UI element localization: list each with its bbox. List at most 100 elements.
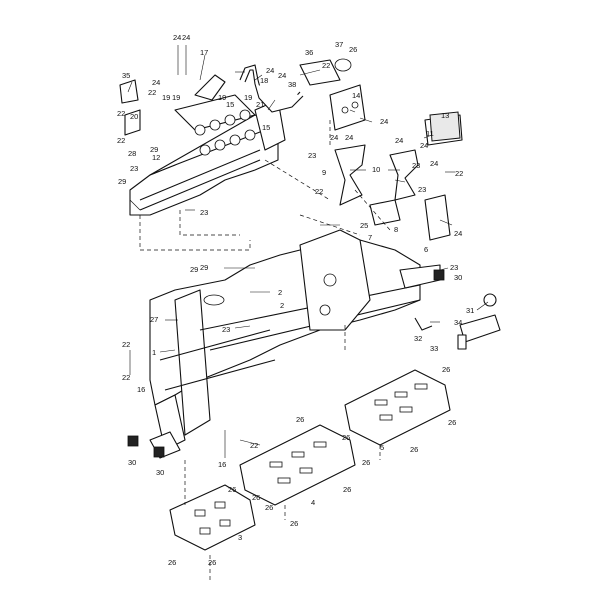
callout-16b: 16 xyxy=(218,460,226,469)
callout-22e: 22 xyxy=(315,187,323,196)
callout-19c: 19 xyxy=(218,93,226,102)
callout-22g: 22 xyxy=(122,340,130,349)
upper-cargo-frame xyxy=(119,74,286,216)
callout-24i: 24 xyxy=(395,136,403,145)
callout-26j: 26 xyxy=(252,493,260,502)
callout-22c: 22 xyxy=(117,136,125,145)
callout-22: 22 xyxy=(148,88,156,97)
callout-26g: 26 xyxy=(296,415,304,424)
callout-21: 21 xyxy=(256,100,264,109)
callout-29d: 29 xyxy=(200,263,208,272)
skid-plate-4 xyxy=(239,424,356,506)
callout-23d: 23 xyxy=(412,161,420,170)
callout-28: 28 xyxy=(128,149,136,158)
callout-25: 25 xyxy=(360,221,368,230)
callout-33: 33 xyxy=(430,344,438,353)
callout-26c: 26 xyxy=(448,418,456,427)
callout-30: 30 xyxy=(128,458,136,467)
callout-24e: 24 xyxy=(278,71,286,80)
callout-14: 14 xyxy=(352,91,360,100)
callout-8: 8 xyxy=(394,225,398,234)
callout-22i: 22 xyxy=(250,441,258,450)
callout-11: 11 xyxy=(426,129,434,138)
callout-35: 35 xyxy=(122,71,130,80)
callout-23f: 23 xyxy=(450,263,458,272)
skid-plate-5 xyxy=(344,369,451,446)
callout-38: 38 xyxy=(288,80,296,89)
callout-23e: 23 xyxy=(418,185,426,194)
callout-24b: 24 xyxy=(182,33,190,42)
callout-labels: 1 2 2 3 4 5 6 7 8 9 10 11 12 13 14 15 15… xyxy=(117,33,474,567)
callout-27: 27 xyxy=(150,315,158,324)
callout-23c: 23 xyxy=(308,151,316,160)
callout-22h: 22 xyxy=(122,373,130,382)
callout-15: 15 xyxy=(226,100,234,109)
callout-24d: 24 xyxy=(266,66,274,75)
tow-hitch xyxy=(457,293,501,350)
callout-26i: 26 xyxy=(228,485,236,494)
callout-20: 20 xyxy=(130,112,138,121)
callout-26f: 26 xyxy=(342,433,350,442)
callout-34: 34 xyxy=(454,318,462,327)
callout-24g: 24 xyxy=(330,133,338,142)
callout-26e: 26 xyxy=(362,458,370,467)
callout-2: 2 xyxy=(278,288,282,297)
callout-19d: 19 xyxy=(244,93,252,102)
callout-30b: 30 xyxy=(156,468,164,477)
callout-31: 31 xyxy=(466,306,474,315)
callout-29b: 29 xyxy=(118,177,126,186)
callout-24c: 24 xyxy=(152,78,160,87)
callout-15b: 15 xyxy=(262,123,270,132)
callout-24j: 24 xyxy=(420,141,428,150)
callout-22b: 22 xyxy=(117,109,125,118)
callout-1: 1 xyxy=(152,348,156,357)
callout-19: 19 xyxy=(162,93,170,102)
callout-29: 29 xyxy=(150,145,158,154)
callout-2b: 2 xyxy=(280,301,284,310)
callout-30c: 30 xyxy=(454,273,462,282)
callout-22f: 22 xyxy=(455,169,463,178)
rubber-mounts xyxy=(127,269,445,458)
callout-13: 13 xyxy=(441,111,449,120)
callout-36: 36 xyxy=(305,48,313,57)
leader-lines xyxy=(127,45,489,458)
callout-26l: 26 xyxy=(290,519,298,528)
right-upper-brackets xyxy=(299,58,366,131)
main-chassis-frame xyxy=(149,229,441,459)
callout-26m: 26 xyxy=(168,558,176,567)
callout-24k: 24 xyxy=(430,159,438,168)
callout-24h: 24 xyxy=(345,133,353,142)
callout-26k: 26 xyxy=(265,503,273,512)
callout-26n: 26 xyxy=(208,558,216,567)
middle-right-brackets xyxy=(334,111,463,241)
callout-24f: 24 xyxy=(380,117,388,126)
callout-37: 37 xyxy=(335,40,343,49)
callout-12: 12 xyxy=(152,153,160,162)
callout-32: 32 xyxy=(414,334,422,343)
callout-26h: 26 xyxy=(343,485,351,494)
callout-24l: 24 xyxy=(454,229,462,238)
callout-16: 16 xyxy=(137,385,145,394)
callout-23b: 23 xyxy=(200,208,208,217)
callout-22d: 22 xyxy=(322,61,330,70)
callout-7: 7 xyxy=(368,233,372,242)
callout-4: 4 xyxy=(311,498,315,507)
support-tube xyxy=(239,64,304,113)
callout-26d: 26 xyxy=(410,445,418,454)
callout-5: 5 xyxy=(380,443,384,452)
callout-19b: 19 xyxy=(172,93,180,102)
callout-26b: 26 xyxy=(442,365,450,374)
callout-10: 10 xyxy=(372,165,380,174)
callout-23g: 23 xyxy=(222,325,230,334)
callout-17: 17 xyxy=(200,48,208,57)
callout-9: 9 xyxy=(322,168,326,177)
callout-26: 26 xyxy=(349,45,357,54)
skid-plate-3 xyxy=(169,484,256,551)
callout-24: 24 xyxy=(173,33,181,42)
callout-23: 23 xyxy=(130,164,138,173)
callout-18: 18 xyxy=(260,76,268,85)
callout-29c: 29 xyxy=(190,265,198,274)
pin xyxy=(414,317,433,331)
callout-6: 6 xyxy=(424,245,428,254)
